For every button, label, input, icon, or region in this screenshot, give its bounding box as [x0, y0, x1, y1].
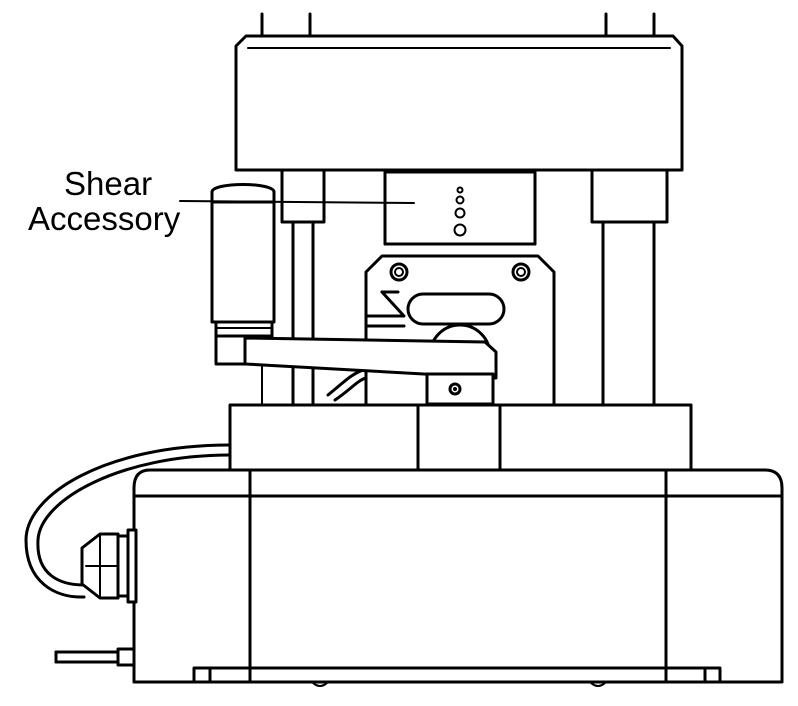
hole-large	[453, 223, 467, 237]
base-housing	[132, 468, 784, 687]
slot	[406, 292, 506, 326]
connector-wire	[54, 647, 136, 667]
power-cable	[24, 443, 232, 599]
left-column	[261, 168, 326, 407]
screw-left	[389, 262, 409, 282]
hole-small	[455, 195, 465, 205]
right-column	[590, 168, 669, 407]
screw-right	[511, 262, 531, 282]
lever-handle	[214, 334, 498, 406]
callout-label-line1: Shear	[64, 165, 153, 202]
callout-leader-line	[179, 200, 415, 204]
rear-cable	[326, 367, 368, 402]
hole-medium	[454, 207, 466, 219]
grip-cylinder	[210, 183, 276, 338]
cable-gland	[80, 528, 138, 604]
callout-label-line2: Accessory	[28, 200, 181, 237]
hole-small	[456, 186, 464, 194]
shear-accessory-block	[383, 170, 537, 246]
top-crosshead	[234, 12, 684, 172]
base-upper	[228, 403, 693, 472]
